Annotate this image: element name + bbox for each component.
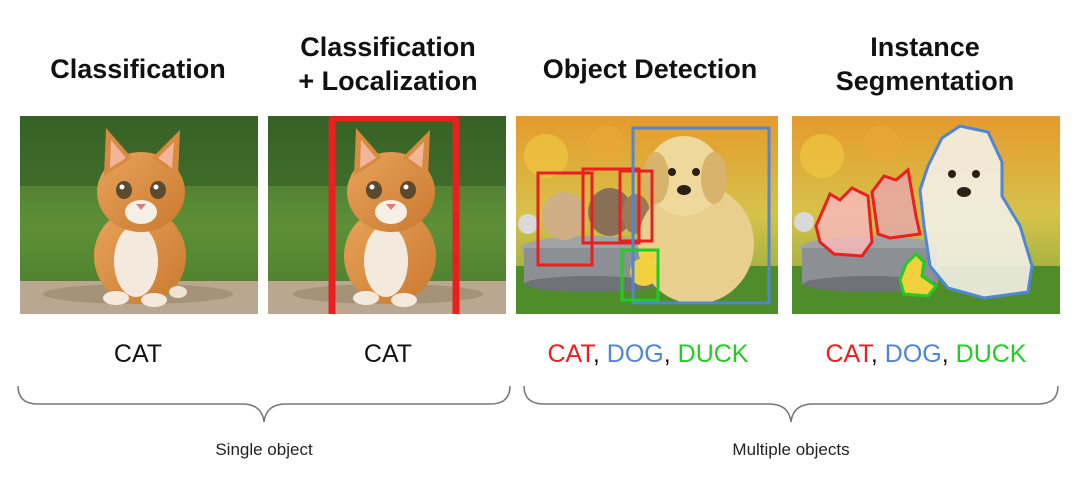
dog-mask [918, 124, 1034, 300]
label-dog: DOG [884, 340, 942, 368]
title-object-detection: Object Detection [542, 54, 758, 84]
cat-mask-1 [814, 186, 874, 258]
separator: , [592, 340, 607, 368]
label-cat-localization: CAT [363, 340, 413, 368]
scene-illustration [792, 116, 1060, 314]
dog-box [631, 126, 771, 305]
image-object-detection [516, 116, 778, 314]
title-classification-localization: Classification + Localization [298, 32, 478, 96]
separator: , [870, 340, 885, 368]
kitten-illustration [20, 116, 258, 314]
title-instance-segmentation: Instance Segmentation [835, 32, 1015, 96]
cat-bounding-box [328, 116, 460, 314]
separator: , [941, 340, 956, 368]
separator: , [663, 340, 678, 368]
cat-mask-2 [870, 167, 922, 240]
label-dog: DOG [606, 340, 664, 368]
label-duck: DUCK [955, 340, 1027, 368]
label-cat: CAT [825, 340, 871, 368]
label-cat-classification: CAT [113, 340, 163, 368]
brace-multiple-objects [523, 385, 1059, 423]
image-kitten-classification [20, 116, 258, 314]
title-classification: Classification [50, 54, 226, 84]
group-label-single: Single object [215, 440, 313, 459]
cat-box-1 [536, 171, 594, 267]
group-label-multiple: Multiple objects [732, 440, 850, 459]
cat-box-2 [581, 167, 641, 245]
label-segmentation-classes: CAT, DOG, DUCK [790, 340, 1062, 369]
image-kitten-localization [268, 116, 506, 314]
kitten-illustration [268, 116, 506, 314]
label-cat: CAT [547, 340, 593, 368]
duck-box [620, 248, 660, 302]
label-duck: DUCK [677, 340, 749, 368]
scene-illustration [516, 116, 778, 314]
label-detection-classes: CAT, DOG, DUCK [514, 340, 782, 369]
image-instance-segmentation [792, 116, 1060, 314]
duck-mask [898, 251, 939, 298]
cat-box-3 [618, 169, 654, 243]
brace-single-object [17, 385, 511, 423]
